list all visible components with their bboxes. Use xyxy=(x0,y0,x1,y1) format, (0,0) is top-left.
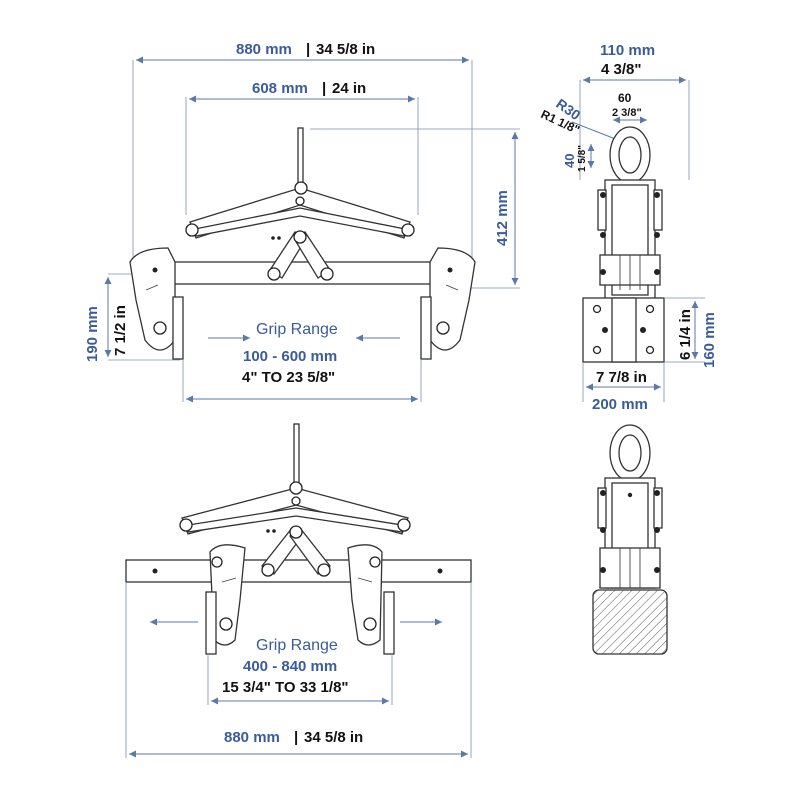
side-eye-width-mm: 60 xyxy=(618,91,632,105)
top-jaw-height-mm: 190 mm xyxy=(84,306,101,362)
top-front-view: 880 mm | 34 5/8 in 608 mm | 24 in 412 mm… xyxy=(84,41,520,403)
top-width-total-mm: 880 mm xyxy=(236,41,292,58)
side-width-top-mm: 110 mm xyxy=(600,42,655,59)
bottom-front-view: Grip Range 400 - 840 mm 15 3/4" TO 33 1/… xyxy=(125,423,472,758)
top-grip-label: Grip Range xyxy=(256,321,338,338)
hatched-workpiece xyxy=(592,589,668,655)
top-grip-in: 4" TO 23 5/8" xyxy=(242,369,335,386)
side-eye-height-in: 1 5/8" xyxy=(577,145,588,172)
bottom-grip-in: 15 3/4" TO 33 1/8" xyxy=(222,679,349,696)
clamp-mechanism-closed xyxy=(125,423,472,655)
side-width-top-in: 4 3/8" xyxy=(601,61,641,78)
side-eye-height-mm: 40 xyxy=(562,154,577,168)
top-height-total: 412 mm xyxy=(494,190,511,246)
bottom-side-view xyxy=(592,424,668,655)
side-base-width-in: 7 7/8 in xyxy=(596,369,647,386)
side-eye-width-in: 2 3/8" xyxy=(612,107,642,119)
side-base-width-mm: 200 mm xyxy=(592,396,648,413)
side-base-height-mm: 160 mm xyxy=(701,312,718,368)
bottom-width-total-mm: 880 mm xyxy=(224,729,280,746)
top-side-view: 110 mm 4 3/8" 60 2 3/8" R30 R1 1/8" 40 1… xyxy=(539,42,718,413)
top-width-arms-in: 24 in xyxy=(332,80,366,97)
clamp-mechanism-open xyxy=(129,127,476,360)
side-base-height-in: 6 1/4 in xyxy=(677,309,694,360)
top-width-arms-mm: 608 mm xyxy=(252,80,308,97)
top-width-separator: | xyxy=(306,41,310,58)
bottom-grip-label: Grip Range xyxy=(256,637,338,654)
bottom-width-separator: | xyxy=(294,729,298,746)
top-grip-mm: 100 - 600 mm xyxy=(243,348,337,365)
bottom-grip-mm: 400 - 840 mm xyxy=(243,658,337,675)
bottom-width-total-in: 34 5/8 in xyxy=(304,729,363,746)
top-jaw-height-in: 7 1/2 in xyxy=(112,305,129,356)
top-arms-separator: | xyxy=(322,80,326,97)
top-width-total-in: 34 5/8 in xyxy=(316,41,375,58)
